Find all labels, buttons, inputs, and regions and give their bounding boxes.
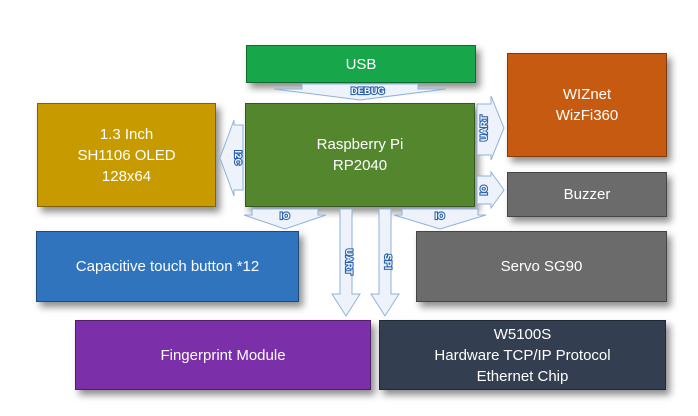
raspberry-pi-block: Raspberry Pi RP2040 [245,103,475,207]
io-buzzer-arrow [476,170,505,210]
w5100s-block: W5100S Hardware TCP/IP Protocol Ethernet… [379,320,666,390]
w5100s-label-line3: Ethernet Chip [476,367,569,385]
uart-wiznet-arrow [476,95,505,161]
usb-block: USB [246,45,476,83]
rpi-label-line1: Raspberry Pi [316,136,404,153]
fingerprint-label: Fingerprint Module [160,346,286,364]
rpi-label-line2: RP2040 [332,157,388,174]
io-touch-arrow-label: IO [280,211,290,221]
buzzer-block: Buzzer [507,172,667,217]
buzzer-label: Buzzer [563,186,611,203]
touch-button-label: Capacitive touch button *12 [75,258,260,275]
io-servo-arrow-label: IO [435,211,445,221]
fingerprint-block: Fingerprint Module [75,320,371,390]
io-servo-arrow [393,208,487,230]
i2c-arrow-label: I2C [233,151,243,166]
w5100s-label-line2: Hardware TCP/IP Protocol [434,346,611,364]
oled-label-line3: 128x64 [101,167,152,185]
oled-label-line1: 1.3 Inch [99,125,154,143]
io-touch-arrow [243,208,327,230]
wiznet-label-line1: WIZnet [562,86,612,103]
servo-block: Servo SG90 [416,231,667,302]
debug-arrow [273,83,447,101]
oled-block: 1.3 Inch SH1106 OLED 128x64 [37,103,216,207]
i2c-arrow [219,119,244,197]
uart-fingerprint-arrow [331,208,361,317]
debug-arrow-label: DEBUG [351,86,385,96]
uart-fingerprint-arrow-label: UART [344,249,354,275]
spi-arrow-label: SPI [383,254,393,269]
oled-label-line2: SH1106 OLED [77,146,176,164]
wiznet-label-line2: WizFi360 [555,107,619,124]
wiznet-block: WIZnet WizFi360 [507,53,667,157]
usb-label: USB [345,55,377,73]
w5100s-label-line1: W5100S [493,325,552,343]
touch-button-block: Capacitive touch button *12 [36,231,299,302]
servo-label: Servo SG90 [500,258,583,275]
io-buzzer-arrow-label: IO [479,185,489,195]
uart-wiznet-arrow-label: UART [479,115,489,141]
spi-arrow [370,208,400,317]
